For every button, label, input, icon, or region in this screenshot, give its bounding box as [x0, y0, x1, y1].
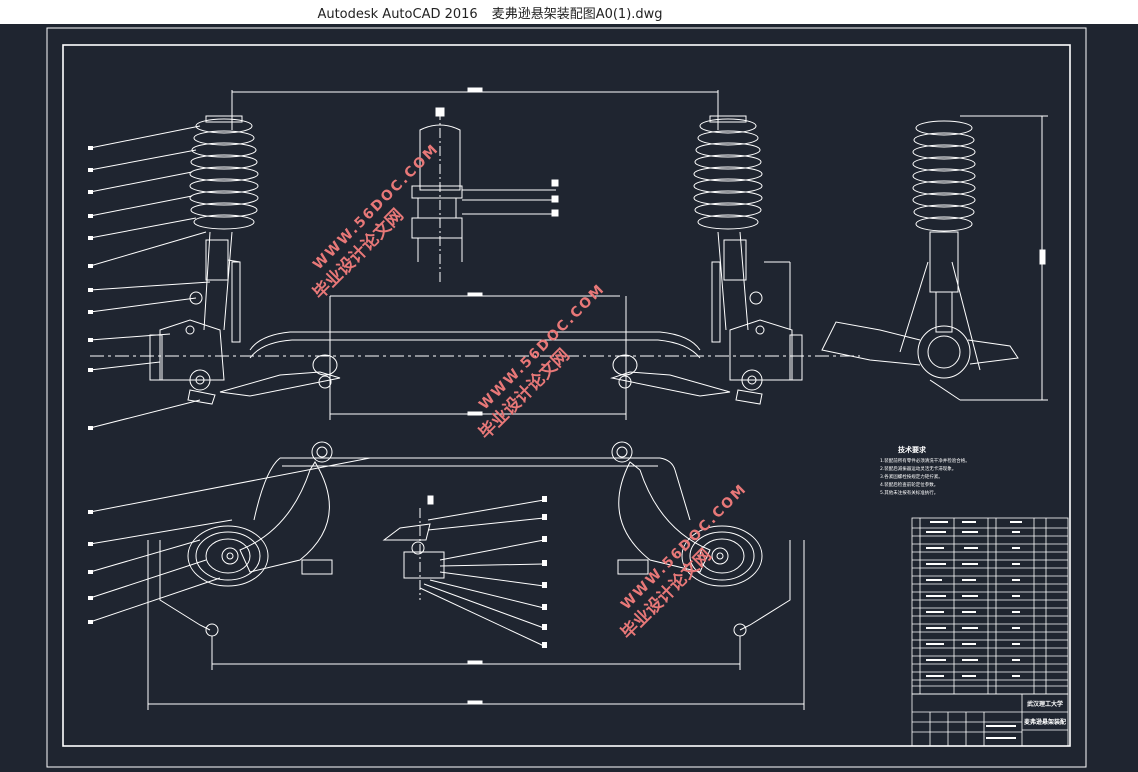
tech-req-title: 技术要求 — [898, 445, 927, 454]
center-shaft-detail — [411, 107, 559, 284]
app-title: Autodesk AutoCAD 2016 — [317, 7, 478, 22]
tech-req-line-2: 2.装配后减振器运动灵活无卡滞现象。 — [880, 465, 956, 472]
tech-req-line-1: 1.装配前所有零件必须清洗干净并检验合格。 — [880, 457, 970, 464]
right-wheel-hub — [681, 525, 763, 587]
center-joint-detail — [382, 495, 545, 647]
inner-frame — [62, 44, 1071, 747]
outer-frame — [46, 27, 1087, 768]
title-block-drawing-name: 麦弗逊悬架装配 — [1024, 718, 1066, 726]
left-wheel-hub — [187, 525, 269, 587]
file-name: 麦弗逊悬架装配图A0(1).dwg — [491, 7, 663, 22]
front-stabilizer — [90, 292, 860, 420]
watermark-1: 毕业设计论文网 WWW.56DOC.COM — [309, 141, 443, 304]
parts-list-entries — [926, 521, 1022, 739]
left-spring — [189, 115, 259, 230]
tech-req-line-3: 3.各紧固螺栓按规定力矩拧紧。 — [880, 473, 943, 480]
leader-lines-left-bottom — [89, 457, 371, 623]
technical-requirements: 技术要求 1.装配前所有零件必须清洗干净并检验合格。 2.装配后减振器运动灵活无… — [880, 445, 970, 496]
leader-lines-left-top — [89, 125, 211, 429]
window-title: Autodesk AutoCAD 2016 麦弗逊悬架装配图A0(1).dwg — [0, 3, 980, 22]
tech-req-line-4: 4.装配后检查前轮定位参数。 — [880, 481, 938, 488]
watermark-1-url: WWW.56DOC.COM — [310, 141, 442, 273]
drawing-canvas[interactable]: 毕业设计论文网 WWW.56DOC.COM 毕业设计论文网 WWW.56DOC.… — [0, 24, 1138, 772]
cad-drawing: 毕业设计论文网 WWW.56DOC.COM 毕业设计论文网 WWW.56DOC.… — [46, 27, 1087, 768]
side-view-strut — [821, 115, 1048, 401]
parts-list — [911, 517, 1069, 747]
tech-req-line-5: 5.其他未注按有关标准执行。 — [880, 489, 938, 496]
balloon-marks — [88, 146, 547, 648]
right-strut — [693, 115, 803, 405]
left-strut — [149, 115, 259, 405]
right-spring — [693, 115, 763, 230]
watermark-2-url: WWW.56DOC.COM — [476, 281, 608, 413]
top-dimension — [231, 87, 719, 130]
plan-view — [147, 441, 805, 710]
watermark-2: 毕业设计论文网 WWW.56DOC.COM — [475, 281, 609, 444]
title-bar: Autodesk AutoCAD 2016 麦弗逊悬架装配图A0(1).dwg — [0, 0, 1138, 24]
title-block-school: 武汉理工大学 — [1027, 700, 1063, 708]
